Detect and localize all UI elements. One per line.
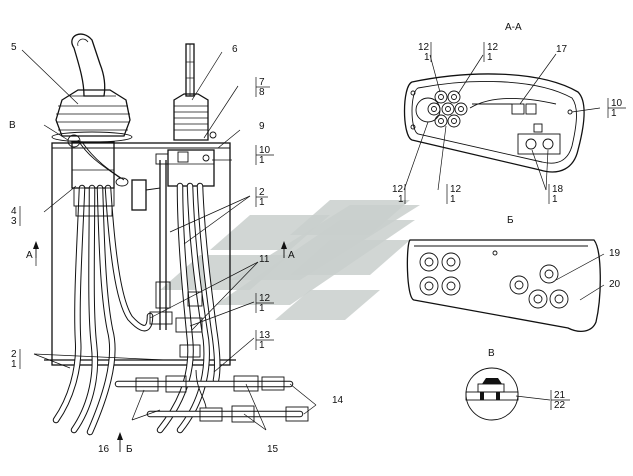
label-12-b: 12 <box>418 42 430 53</box>
label-1-c: 1 <box>259 303 265 314</box>
callout-labels-aa: А-А 12 1 12 1 17 10 1 12 1 12 1 18 1 <box>392 22 623 205</box>
hydraulic-hoses <box>52 160 221 436</box>
label-a-right: А <box>288 250 295 261</box>
label-1-j: 1 <box>450 194 456 205</box>
label-12-a: 12 <box>259 293 271 304</box>
label-12-d: 12 <box>392 184 404 195</box>
label-4: 4 <box>11 206 17 217</box>
label-12-c: 12 <box>487 42 499 53</box>
label-2-a: 2 <box>259 187 265 198</box>
view-v <box>465 367 519 421</box>
label-15: 15 <box>267 444 279 455</box>
label-1-b: 1 <box>259 197 265 208</box>
right-joystick <box>155 43 217 187</box>
label-2-b: 2 <box>11 349 17 360</box>
label-1-e: 1 <box>11 359 17 370</box>
label-20: 20 <box>609 279 621 290</box>
label-5: 5 <box>11 42 17 53</box>
label-22: 22 <box>554 400 566 411</box>
label-6: 6 <box>232 44 238 55</box>
label-19: 19 <box>609 248 621 259</box>
label-13: 13 <box>259 330 271 341</box>
label-14: 14 <box>332 395 344 406</box>
label-1-h: 1 <box>611 108 617 119</box>
view-aa <box>403 73 585 173</box>
label-1-d: 1 <box>259 340 265 351</box>
label-10: 10 <box>259 145 271 156</box>
left-joystick <box>51 33 133 189</box>
label-16: 16 <box>98 444 110 455</box>
watermark-logo <box>160 200 420 320</box>
view-b <box>406 239 601 333</box>
label-rules <box>256 86 626 401</box>
label-b-cyr-sec: Б <box>126 444 133 455</box>
section-arrows <box>33 241 287 440</box>
label-8: 8 <box>259 87 265 98</box>
bottom-pipes <box>114 369 309 423</box>
label-21: 21 <box>554 390 566 401</box>
label-1-g: 1 <box>487 52 493 63</box>
label-1-i: 1 <box>398 194 404 205</box>
label-17: 17 <box>556 44 568 55</box>
label-v-cyr: В <box>9 120 16 131</box>
label-18: 18 <box>552 184 564 195</box>
label-1-a: 1 <box>259 155 265 166</box>
label-7: 7 <box>259 77 265 88</box>
section-aa-title: А-А <box>505 22 522 33</box>
label-1-f: 1 <box>424 52 430 63</box>
label-a-left: А <box>26 250 33 261</box>
label-12-e: 12 <box>450 184 462 195</box>
label-11: 11 <box>259 254 270 265</box>
label-10-b: 10 <box>611 98 623 109</box>
section-b-title: Б <box>507 215 514 226</box>
label-3: 3 <box>11 216 17 227</box>
section-v-title: В <box>488 348 495 359</box>
label-1-k: 1 <box>552 194 558 205</box>
label-9: 9 <box>259 121 265 132</box>
callout-labels-b-v: Б 19 20 В 21 22 <box>488 215 621 411</box>
callout-labels-left: 5 6 7 8 9 10 1 2 1 11 12 1 13 1 14 15 16… <box>9 42 344 455</box>
